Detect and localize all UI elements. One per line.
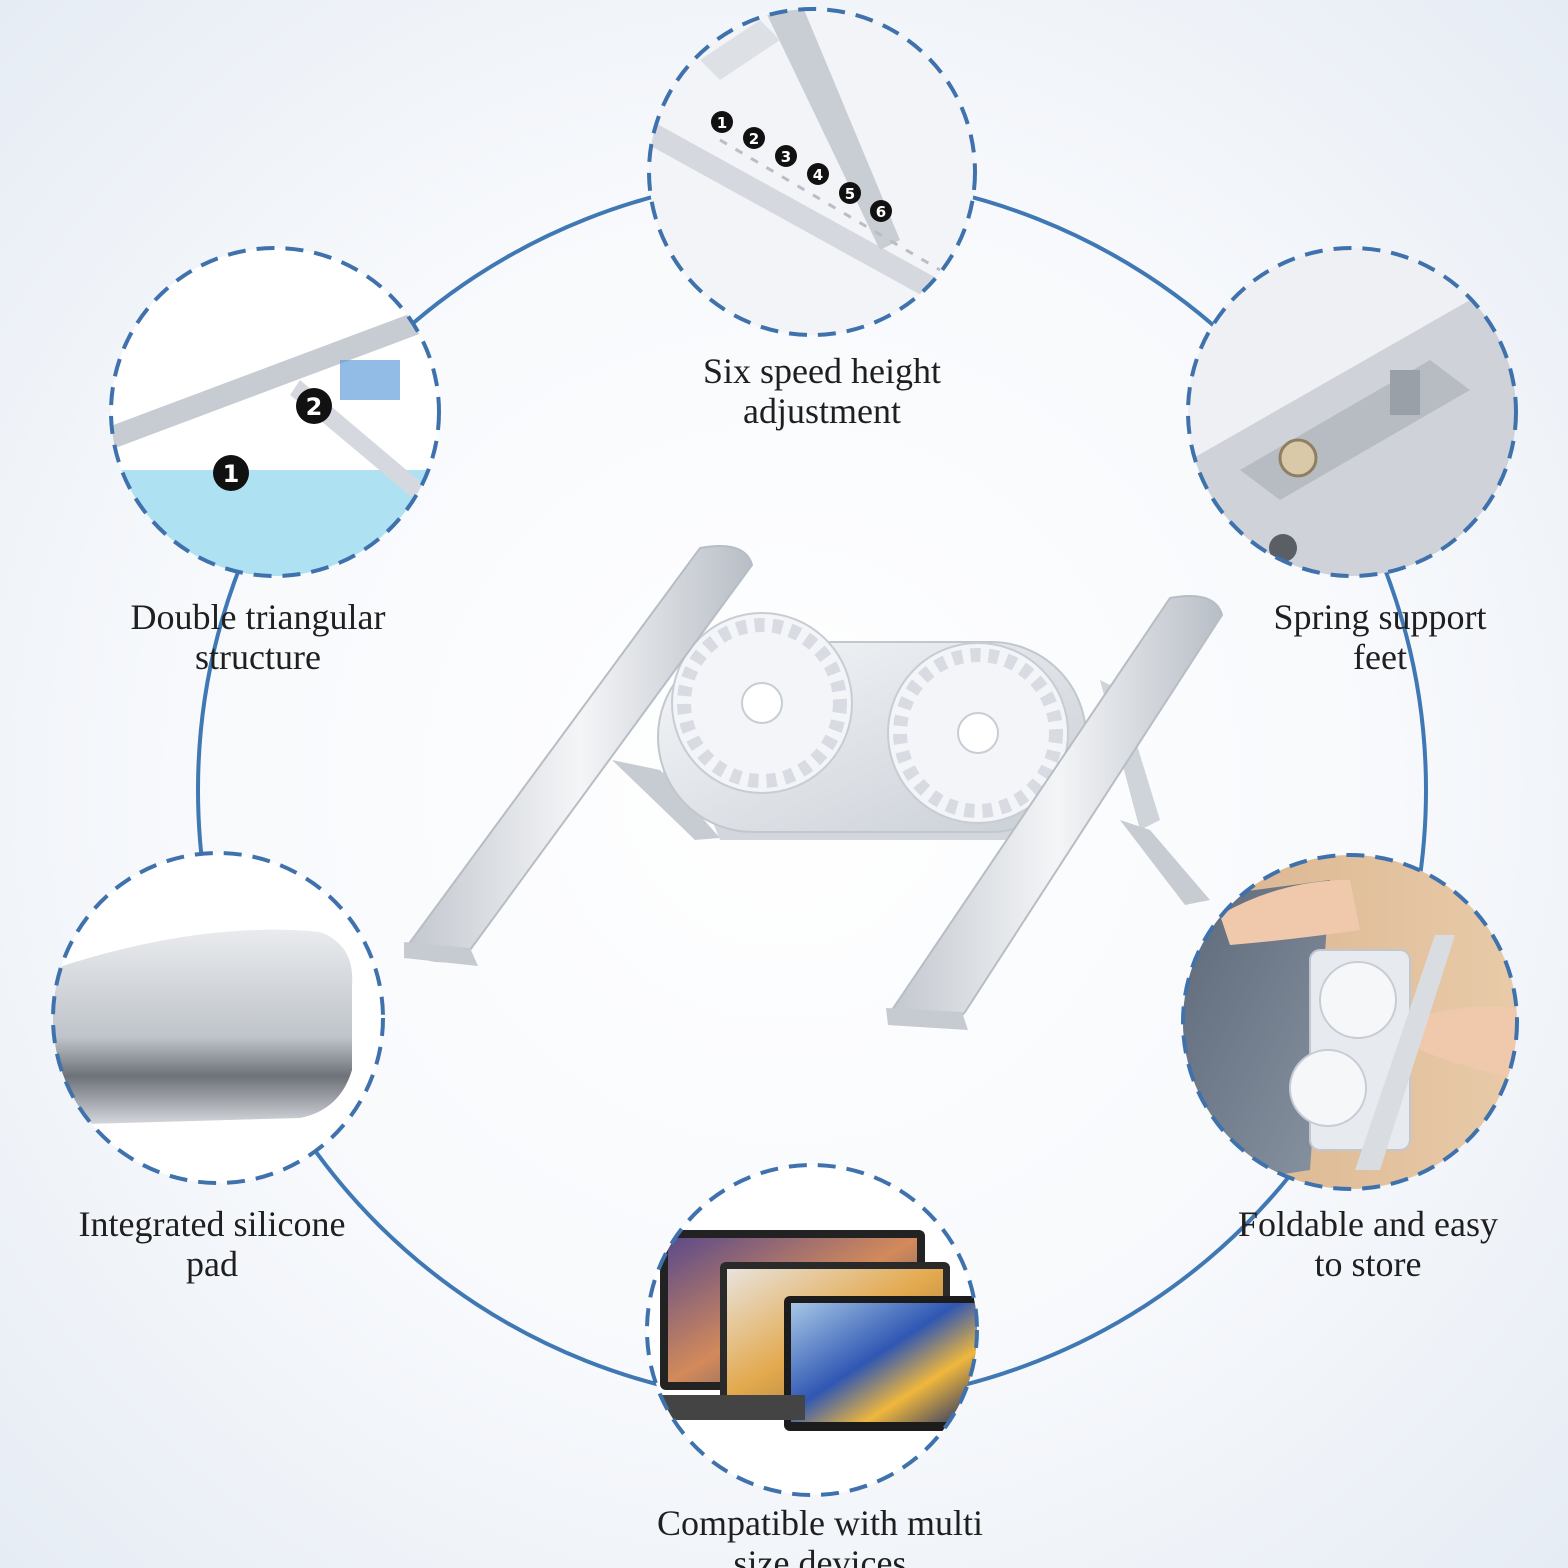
feature-triangular-structure: 2 1 <box>109 246 441 578</box>
height-step-badges: 1 2 3 4 5 6 <box>711 111 892 222</box>
feature-foldable <box>1181 853 1519 1191</box>
caption-line: Six speed height <box>703 351 941 391</box>
step-badge <box>743 127 765 149</box>
feature-spring-feet <box>1186 246 1518 578</box>
caption-line: Compatible with multi <box>657 1503 983 1543</box>
spring-detail-circle <box>1186 246 1518 578</box>
step-badge <box>213 455 249 491</box>
foldable-detail-circle <box>1181 853 1519 1191</box>
height-detail-circle <box>647 7 977 337</box>
caption-line: adjustment <box>743 391 901 431</box>
caption-height-adjustment: Six speed height adjustment <box>612 351 1032 431</box>
feature-silicone-pad <box>51 851 385 1185</box>
caption-line: Foldable and easy <box>1238 1204 1498 1244</box>
caption-line: structure <box>195 637 321 677</box>
step-badge <box>870 200 892 222</box>
caption-foldable: Foldable and easy to store <box>1200 1204 1536 1284</box>
silicone-detail-circle <box>51 851 385 1185</box>
caption-line: Double triangular <box>130 597 386 637</box>
step-badge <box>711 111 733 133</box>
step-badge-label: 5 <box>845 185 855 203</box>
arm-right <box>886 595 1224 1030</box>
arm-left <box>404 545 754 966</box>
step-badge-label: 2 <box>749 130 759 148</box>
caption-triangular-structure: Double triangular structure <box>58 597 458 677</box>
step-badge <box>807 163 829 185</box>
step-badge <box>775 145 797 167</box>
caption-compatible-devices: Compatible with multi size devices <box>582 1503 1058 1568</box>
triangular-detail-circle <box>109 246 441 578</box>
caption-spring-feet: Spring support feet <box>1200 597 1560 677</box>
step-badge-label: 2 <box>306 393 323 421</box>
caption-silicone-pad: Integrated silicone pad <box>18 1204 406 1284</box>
step-badge-label: 1 <box>717 114 727 132</box>
feature-compatible-devices <box>645 1163 979 1497</box>
caption-line: Spring support <box>1273 597 1487 637</box>
step-badge-label: 4 <box>813 166 823 184</box>
product-image-laptop-stand <box>404 545 1224 1030</box>
caption-line: pad <box>186 1244 238 1284</box>
fan-left <box>671 612 853 794</box>
step-badge <box>296 388 332 424</box>
step-badge-label: 3 <box>781 148 791 166</box>
caption-line: Integrated silicone <box>78 1204 346 1244</box>
caption-line: feet <box>1353 637 1407 677</box>
compatible-detail-circle <box>645 1163 979 1497</box>
feature-height-adjustment: 1 2 3 4 5 6 <box>647 7 977 337</box>
step-badge <box>839 182 861 204</box>
step-badge-label: 1 <box>223 460 240 488</box>
step-badge-label: 6 <box>876 203 886 221</box>
caption-line: size devices <box>733 1543 907 1568</box>
fan-plate <box>657 612 1087 833</box>
fan-right <box>887 642 1069 824</box>
caption-line: to store <box>1314 1244 1422 1284</box>
